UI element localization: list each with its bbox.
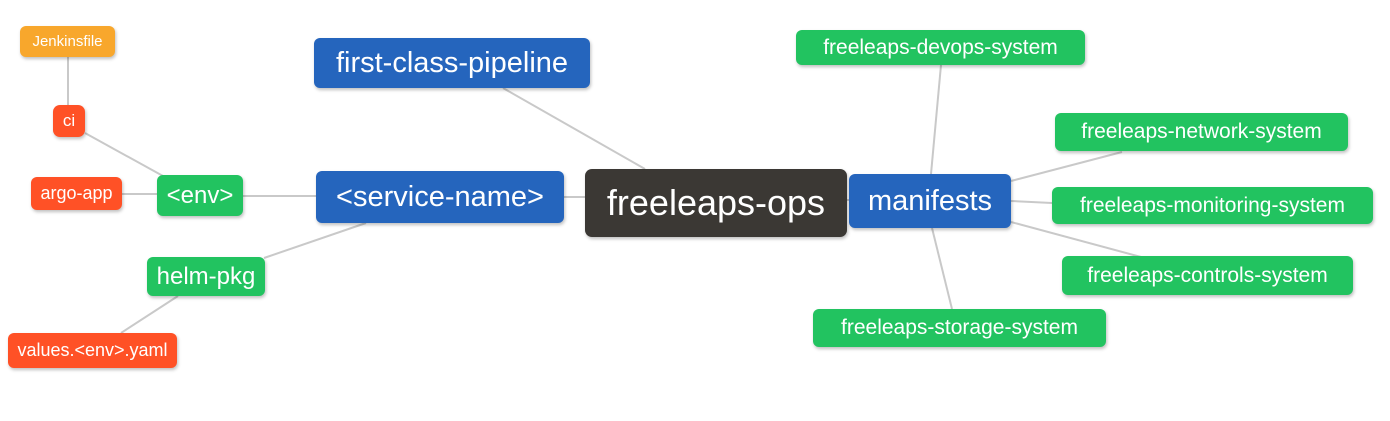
node-argo-app[interactable]: argo-app (31, 177, 122, 210)
node-freeleaps-ops[interactable]: freeleaps-ops (585, 169, 847, 237)
node-manifests[interactable]: manifests (849, 174, 1011, 228)
edge-service-name-helm-pkg (263, 222, 367, 259)
node-freeleaps-controls-system[interactable]: freeleaps-controls-system (1062, 256, 1353, 295)
edge-manifests-storage-system (931, 227, 953, 310)
node-freeleaps-storage-system[interactable]: freeleaps-storage-system (813, 309, 1106, 347)
edge-helm-pkg-values-env-yaml (120, 295, 179, 334)
node-first-class-pipeline[interactable]: first-class-pipeline (314, 38, 590, 88)
node-freeleaps-devops-system[interactable]: freeleaps-devops-system (796, 30, 1085, 65)
edge-pipeline-freeleaps-ops (502, 87, 646, 170)
edge-ci-env (84, 132, 164, 177)
edge-manifests-monitoring-system (1010, 200, 1053, 204)
node-helm-pkg[interactable]: helm-pkg (147, 257, 265, 296)
node-freeleaps-monitoring-system[interactable]: freeleaps-monitoring-system (1052, 187, 1373, 224)
node-freeleaps-network-system[interactable]: freeleaps-network-system (1055, 113, 1348, 151)
node-env[interactable]: <env> (157, 175, 243, 216)
node-ci[interactable]: ci (53, 105, 85, 137)
node-service-name[interactable]: <service-name> (316, 171, 564, 223)
edge-manifests-devops-system (930, 64, 942, 175)
node-jenkinsfile[interactable]: Jenkinsfile (20, 26, 115, 57)
edge-manifests-network-system (1010, 151, 1123, 182)
edge-manifests-controls-system (1010, 221, 1142, 258)
node-values-env-yaml[interactable]: values.<env>.yaml (8, 333, 177, 368)
